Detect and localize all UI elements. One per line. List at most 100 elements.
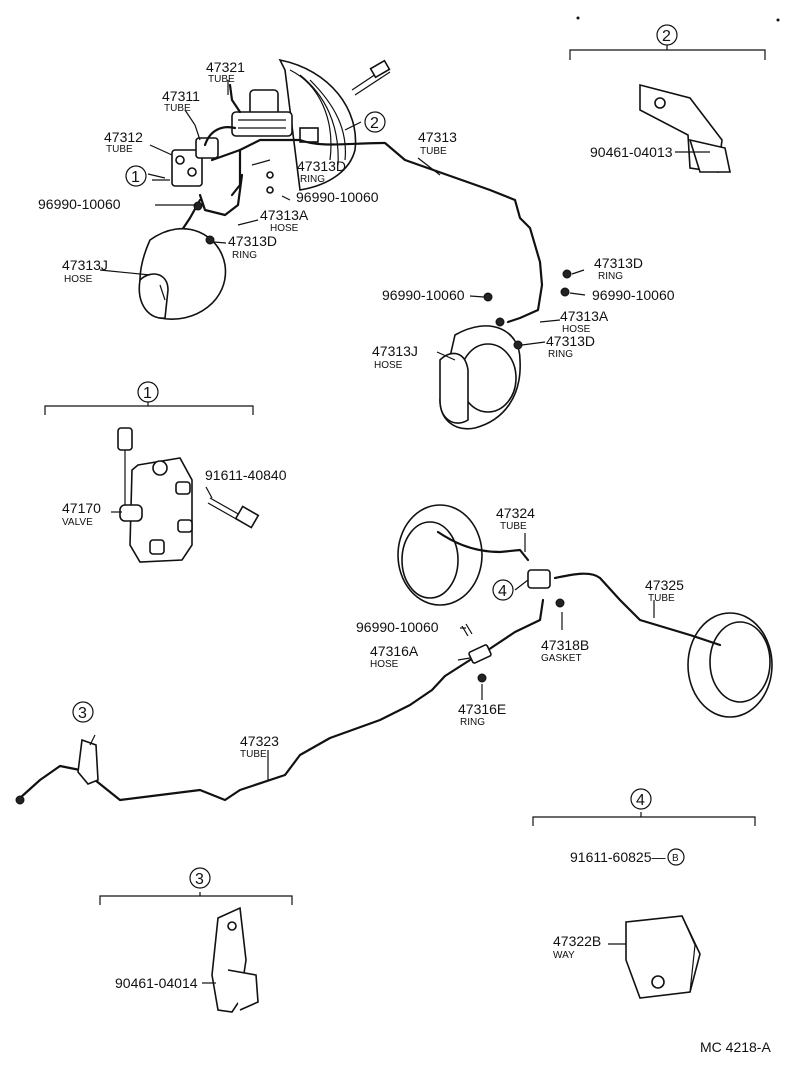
- part-number: 47316E: [458, 701, 506, 717]
- group-bracket-4: [532, 812, 756, 826]
- label-96990-c: 96990-10060: [382, 287, 465, 303]
- part-type: TUBE: [500, 521, 527, 532]
- part-number: 47321: [206, 59, 245, 75]
- part-number: 96990-10060: [382, 287, 465, 303]
- part-number: 47313J: [372, 343, 418, 359]
- part-type: RING: [548, 349, 573, 360]
- part-number: 47311: [162, 88, 200, 104]
- label-47313d-b: 47313D RING: [228, 233, 277, 261]
- rear-tubes: [436, 530, 722, 652]
- front-right-brake-disc: [439, 269, 572, 430]
- way-junction-main: [527, 569, 565, 608]
- group-bracket-2: [569, 45, 766, 60]
- part-type: TUBE: [164, 103, 191, 114]
- part-number: 90461-04014: [115, 975, 198, 991]
- part-type: TUBE: [106, 144, 133, 155]
- part-type: TUBE: [648, 593, 675, 604]
- svg-text:2: 2: [370, 115, 379, 132]
- label-47313d-a: 47313D RING: [297, 158, 346, 185]
- part-number: 47322B: [553, 933, 601, 949]
- svg-text:2: 2: [662, 28, 671, 45]
- label-47312: 47312 TUBE: [104, 129, 143, 155]
- label-47318b: 47318B GASKET: [541, 637, 589, 664]
- svg-text:1: 1: [131, 169, 140, 186]
- group-bracket-3: [99, 892, 293, 905]
- part-number: 47313A: [260, 207, 309, 223]
- front-right-tube: [298, 138, 544, 324]
- svg-text:1: 1: [143, 385, 152, 402]
- rear-hose-fittings: [461, 623, 492, 683]
- marker-b-circle: [667, 848, 685, 866]
- label-47325: 47325 TUBE: [645, 577, 684, 604]
- part-type: RING: [300, 174, 325, 185]
- ref-circle-1-main: 1: [125, 165, 147, 187]
- bolt-91611-40840: [207, 497, 260, 529]
- label-47313: 47313 TUBE: [418, 129, 457, 157]
- label-47313a-b: 47313A HOSE: [560, 308, 609, 335]
- part-type: RING: [598, 271, 623, 282]
- label-90461-04013: 90461-04013: [590, 144, 673, 160]
- svg-text:3: 3: [78, 705, 87, 722]
- part-type: HOSE: [562, 324, 591, 335]
- rear-main-tube: [18, 658, 472, 802]
- label-47313j-a: 47313J HOSE: [62, 257, 108, 285]
- ref-circle-2-main: 2: [364, 111, 386, 133]
- speck: [576, 16, 580, 20]
- part-type: HOSE: [270, 223, 299, 234]
- part-number: 47318B: [541, 637, 589, 653]
- diagram-code: MC 4218-A: [700, 1039, 771, 1055]
- part-type: HOSE: [370, 659, 399, 670]
- label-47313a-a: 47313A HOSE: [260, 207, 309, 234]
- part-number: 47313: [418, 129, 457, 145]
- part-type: RING: [232, 250, 257, 261]
- bracket-90461-04013: [639, 83, 731, 173]
- label-91611-60825: 91611-60825— B: [570, 848, 685, 866]
- part-number: 47323: [240, 733, 279, 749]
- label-90461-04014: 90461-04014: [115, 975, 198, 991]
- part-type: TUBE: [208, 74, 235, 85]
- part-number: 47325: [645, 577, 684, 593]
- svg-text:4: 4: [498, 583, 507, 600]
- label-47313d-c: 47313D RING: [594, 255, 643, 282]
- part-number: 47324: [496, 505, 535, 521]
- label-96990-b: 96990-10060: [296, 189, 379, 205]
- part-number: 47313A: [560, 308, 609, 324]
- way-47322b-illustration: [625, 915, 701, 999]
- ref-circle-1-box: 1: [137, 381, 159, 403]
- label-91611-40840: 91611-40840: [205, 467, 287, 483]
- label-47322b: 47322B WAY: [553, 933, 601, 961]
- valve-47170-illustration: [117, 427, 193, 563]
- rear-right-drum: [687, 612, 773, 718]
- ref-circle-3-main: 3: [72, 701, 94, 723]
- part-number: 96990-10060: [356, 619, 439, 635]
- part-number: 47313D: [297, 158, 346, 174]
- part-type: VALVE: [62, 517, 93, 528]
- proportioning-valve-assembly-main: [171, 137, 219, 187]
- part-type: HOSE: [64, 274, 93, 285]
- part-type: WAY: [553, 950, 575, 961]
- part-number: 91611-40840: [205, 467, 287, 483]
- part-number: 47316A: [370, 643, 419, 659]
- part-number: 47313D: [228, 233, 277, 249]
- ref-circle-2-box: 2: [656, 24, 678, 46]
- part-number: 47312: [104, 129, 143, 145]
- part-number: 96990-10060: [38, 196, 121, 212]
- part-type: HOSE: [374, 360, 403, 371]
- tube-clamp-main: [15, 738, 99, 805]
- master-cylinder: [231, 89, 319, 143]
- label-47324: 47324 TUBE: [496, 505, 535, 532]
- label-47321: 47321 TUBE: [206, 59, 245, 85]
- label-47323: 47323 TUBE: [240, 733, 279, 760]
- front-left-hose-fittings: [193, 171, 274, 245]
- part-type: TUBE: [240, 749, 267, 760]
- part-number: 96990-10060: [592, 287, 675, 303]
- speck: [776, 18, 780, 22]
- label-96990-a: 96990-10060: [38, 196, 121, 212]
- label-47316a: 47316A HOSE: [370, 643, 419, 670]
- part-type: TUBE: [420, 146, 447, 157]
- label-47316e: 47316E RING: [458, 701, 506, 728]
- label-47170: 47170 VALVE: [62, 500, 101, 528]
- label-47311: 47311 TUBE: [162, 88, 200, 114]
- label-96990-e: 96990-10060: [356, 619, 439, 635]
